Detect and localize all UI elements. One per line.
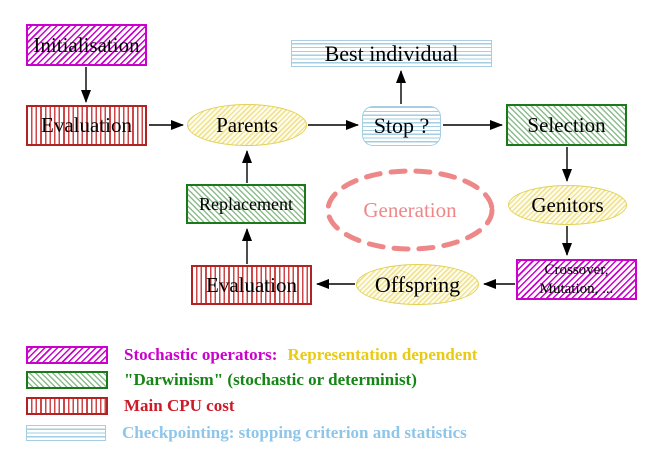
crossover-line2: Mutation, ...: [539, 280, 614, 297]
node-generation: Generation: [327, 170, 493, 250]
node-crossover-mutation: Crossover, Mutation, ...: [516, 259, 637, 300]
legend-label-representation-dependent: Representation dependent: [287, 345, 478, 364]
legend-item-checkpointing: Checkpointing: stopping criterion and st…: [26, 423, 467, 443]
node-replacement-label: Replacement: [199, 193, 293, 214]
legend-item-main-cpu-cost: Main CPU cost: [26, 396, 234, 416]
node-stop-label: Stop ?: [373, 113, 430, 139]
node-evaluation-bottom-label: Evaluation: [206, 272, 297, 297]
node-best-individual-label: Best individual: [324, 40, 459, 66]
node-genitors-label: Genitors: [531, 192, 604, 217]
crossover-line1: Crossover,: [544, 261, 609, 278]
legend-swatch-red-stripes: [26, 397, 108, 415]
node-initialisation-label: Initialisation: [33, 32, 140, 57]
node-offspring-label: Offspring: [374, 271, 461, 297]
legend-swatch-cyan-stripes: [26, 425, 106, 441]
node-genitors: Genitors: [508, 185, 627, 225]
legend-label-stochastic-operators: Stochastic operators:: [124, 345, 278, 364]
node-initialisation: Initialisation: [26, 24, 147, 66]
legend-label-checkpointing: Checkpointing: stopping criterion and st…: [122, 423, 467, 442]
node-evaluation-top: Evaluation: [26, 105, 147, 146]
node-evaluation-bottom: Evaluation: [191, 265, 312, 305]
node-selection-label: Selection: [527, 112, 606, 137]
legend-swatch-green-hatch: [26, 371, 108, 389]
node-stop: Stop ?: [362, 106, 441, 146]
legend-item-darwinism: "Darwinism" (stochastic or determinist): [26, 370, 417, 390]
legend-swatch-magenta-hatch: [26, 346, 108, 364]
node-evaluation-top-label: Evaluation: [41, 113, 132, 138]
node-offspring: Offspring: [356, 264, 479, 305]
node-generation-label: Generation: [363, 197, 457, 222]
node-selection: Selection: [506, 104, 627, 146]
legend-item-stochastic-operators: Stochastic operators: Representation dep…: [26, 345, 477, 365]
node-parents-label: Parents: [216, 112, 278, 137]
legend-label-darwinism: "Darwinism" (stochastic or determinist): [124, 370, 417, 389]
legend-label-main-cpu-cost: Main CPU cost: [124, 396, 235, 415]
node-replacement: Replacement: [186, 184, 306, 224]
node-parents: Parents: [187, 104, 307, 146]
node-crossover-mutation-label: Crossover, Mutation, ...: [540, 261, 614, 299]
node-best-individual: Best individual: [291, 40, 492, 67]
